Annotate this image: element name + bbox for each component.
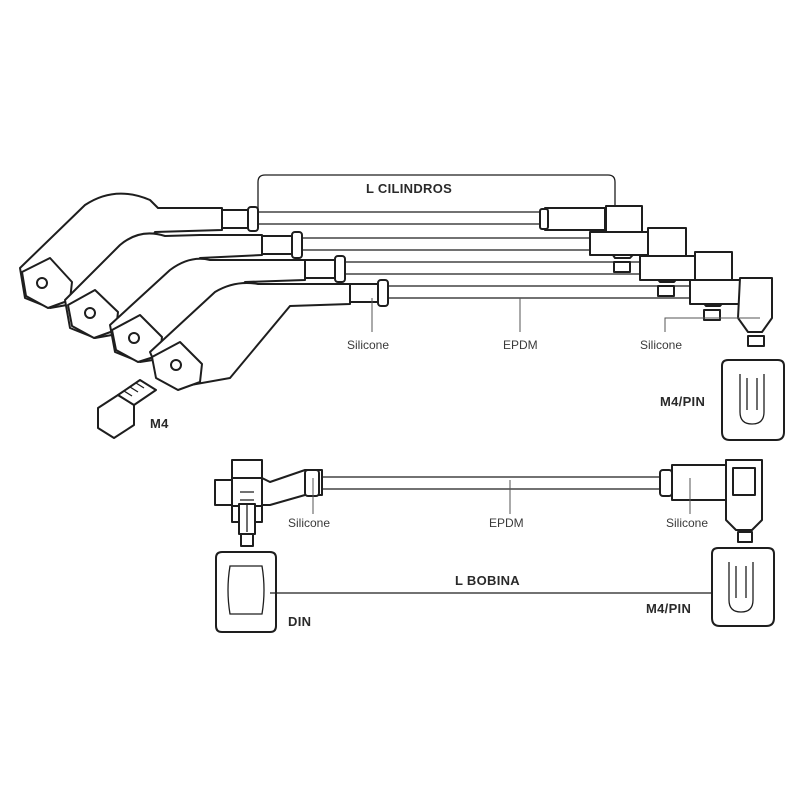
m4-pin-terminal-bottom bbox=[711, 547, 775, 627]
cylinders-length-bracket bbox=[257, 174, 616, 212]
din-connector-end bbox=[214, 459, 323, 547]
m4-screw-icon bbox=[97, 379, 157, 439]
distributor-terminal-4 bbox=[737, 277, 773, 333]
epdm-label-top: EPDM bbox=[503, 338, 538, 352]
m4-pin-terminal-top bbox=[721, 359, 785, 441]
din-terminal bbox=[215, 551, 277, 633]
m4-label: M4 bbox=[150, 416, 169, 431]
silicone-label-top-left: Silicone bbox=[347, 338, 389, 352]
cylinder-cable-4 bbox=[149, 277, 773, 391]
spark-plug-boot-4 bbox=[149, 282, 351, 387]
coil-length-label: L BOBINA bbox=[455, 573, 520, 588]
epdm-label-bottom: EPDM bbox=[489, 516, 524, 530]
din-label: DIN bbox=[288, 614, 311, 629]
silicone-label-bottom-right: Silicone bbox=[666, 516, 708, 530]
cylinders-length-label: L CILINDROS bbox=[366, 181, 452, 196]
coil-cable-right-end bbox=[659, 459, 763, 543]
coil-cable: Silicone EPDM Silicone L BOBINA DIN M4/P… bbox=[214, 459, 775, 633]
silicone-label-top-right: Silicone bbox=[640, 338, 682, 352]
coil-wire bbox=[322, 476, 665, 490]
m4-pin-label-bottom: M4/PIN bbox=[646, 601, 691, 616]
silicone-leader-top-right bbox=[664, 317, 760, 332]
silicone-label-bottom-left: Silicone bbox=[288, 516, 330, 530]
m4-pin-label-top: M4/PIN bbox=[660, 394, 705, 409]
cylinder-wires bbox=[252, 211, 700, 299]
cylinder-cable-set: L CILINDROS Silicone EPDM Silicone M4/PI… bbox=[19, 174, 785, 441]
